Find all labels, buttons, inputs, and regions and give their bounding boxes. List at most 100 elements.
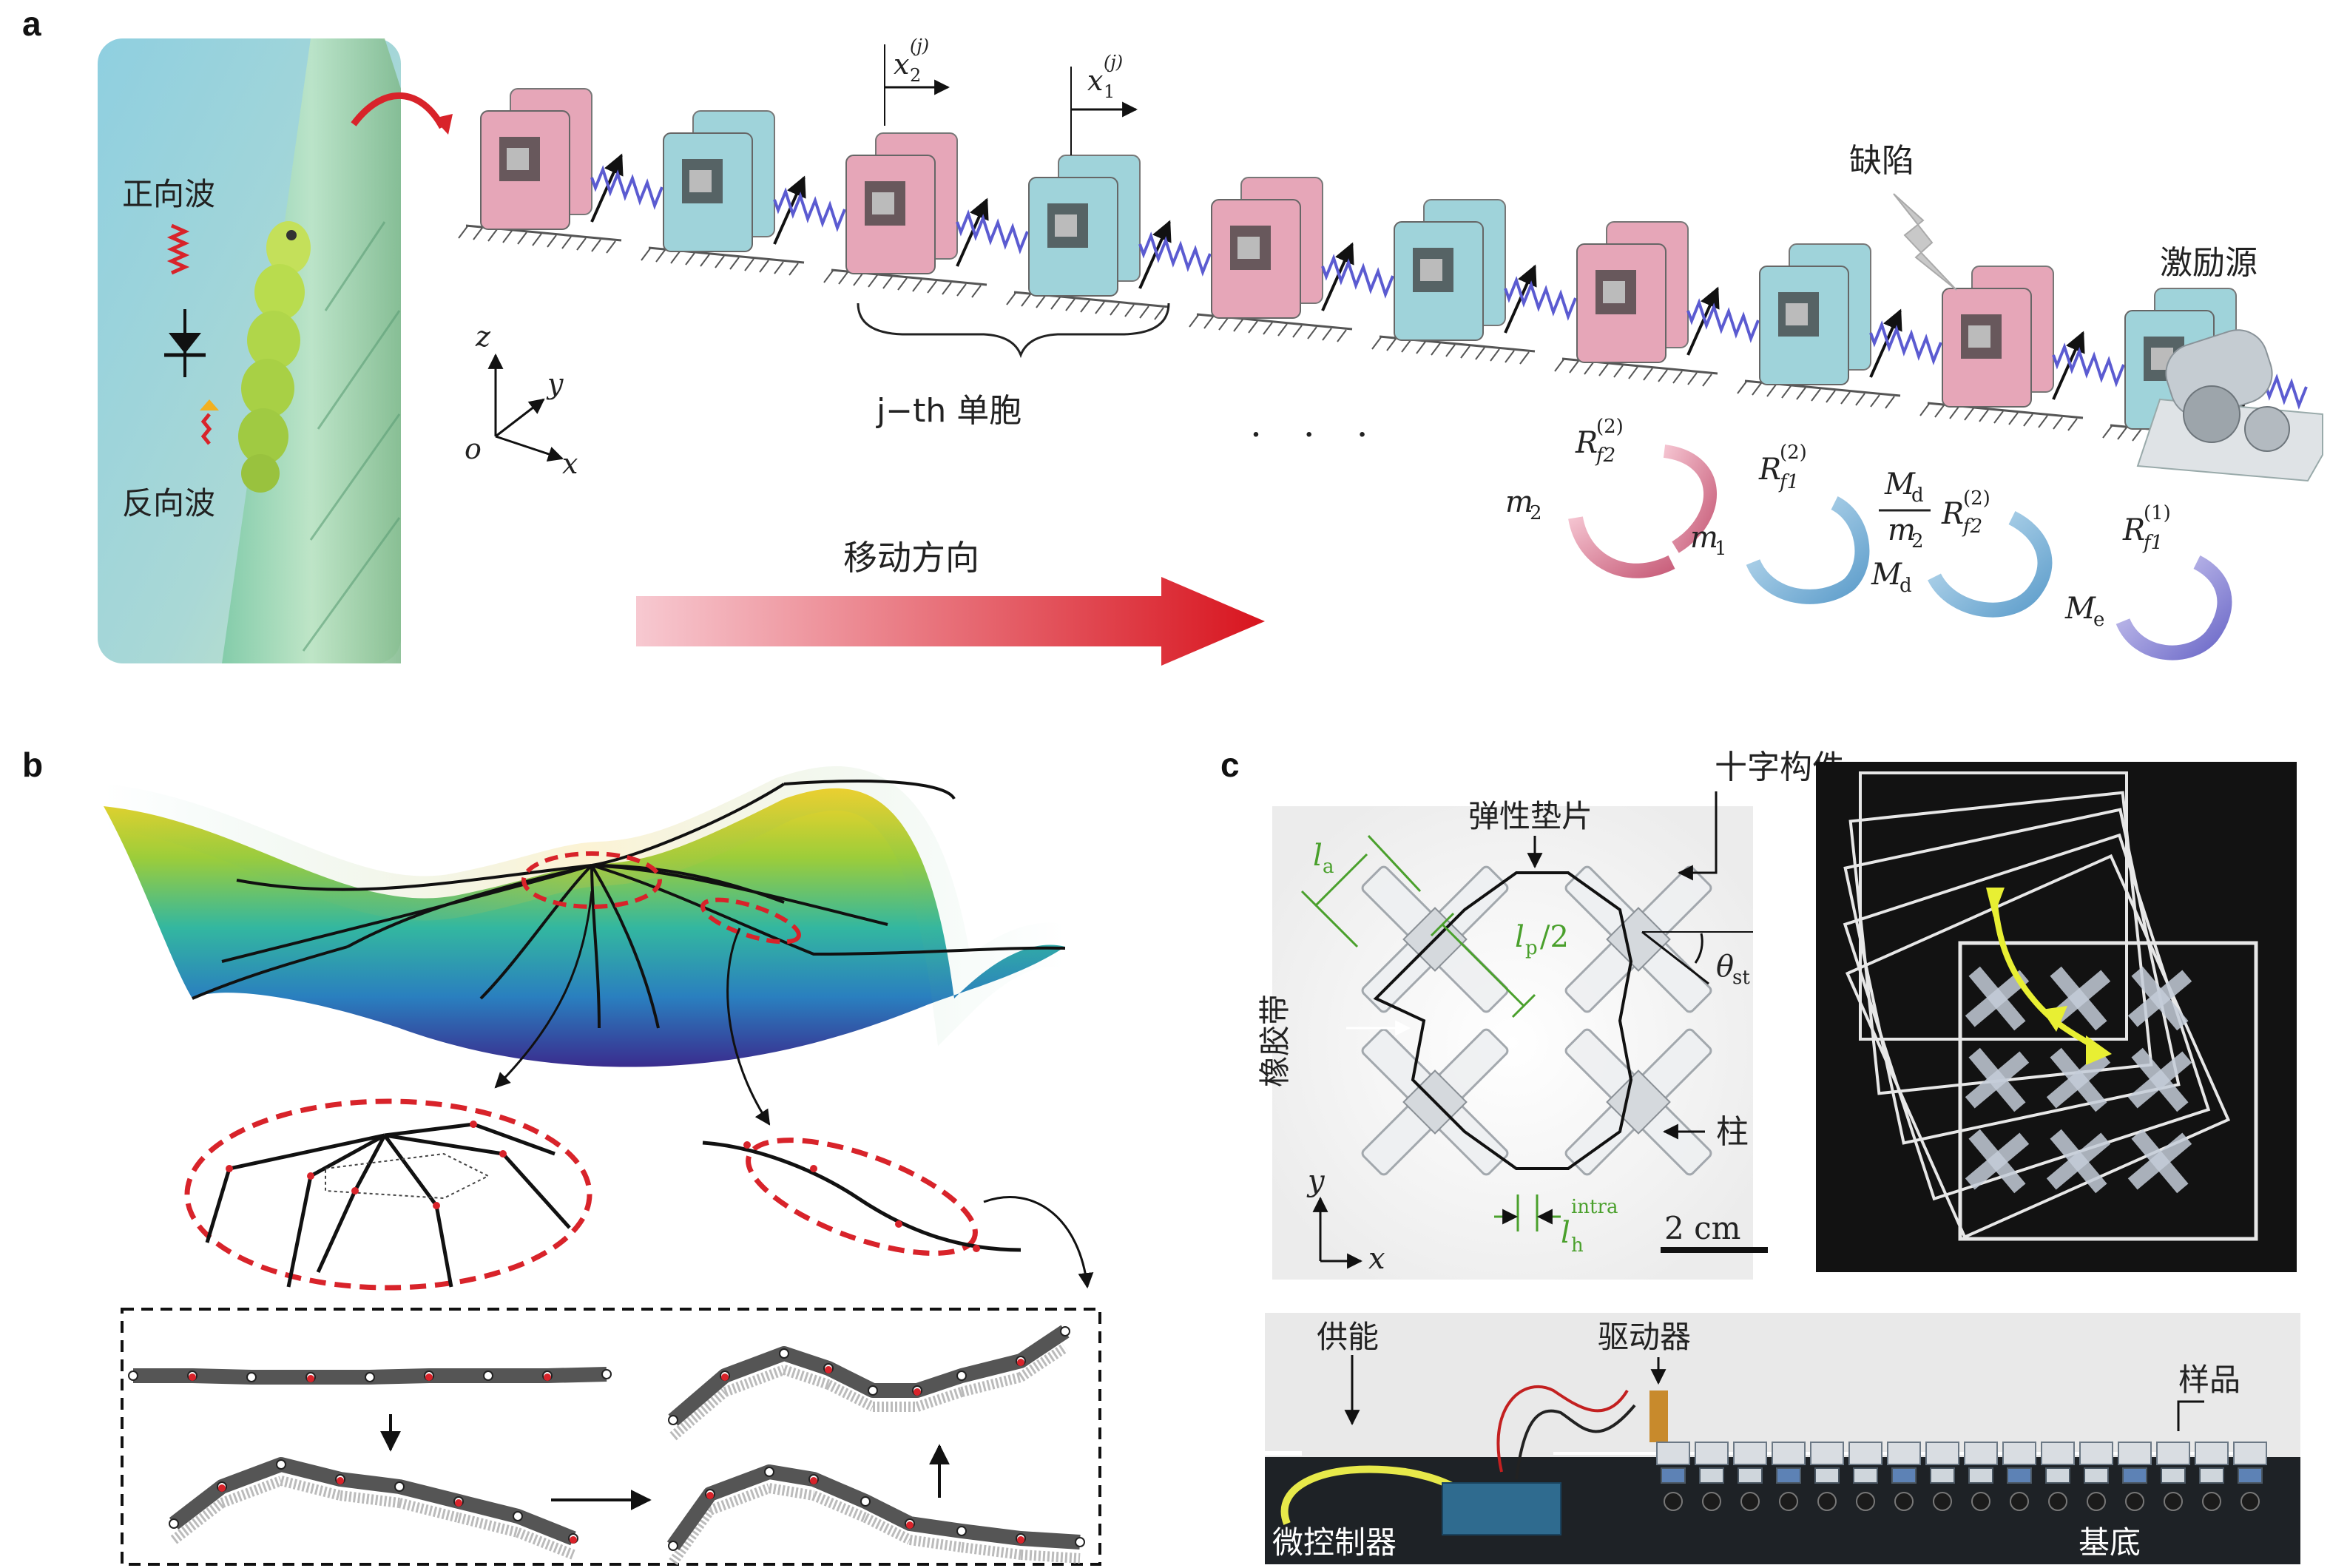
sample-label: 样品 [2178, 1362, 2240, 1398]
x1-sup: (j) [1104, 52, 1123, 72]
lattice-chain [458, 88, 2308, 453]
sample-cell [1964, 1442, 1998, 1511]
svg-text:y: y [1306, 1164, 1326, 1198]
unit-block [1006, 155, 1212, 320]
defect-label: 缺陷 [1849, 142, 1914, 180]
actuator-photo [1649, 1390, 1668, 1442]
axes-2d: y x [1306, 1164, 1385, 1276]
svg-text:a: a [1323, 856, 1334, 878]
unit-block [1919, 266, 2125, 431]
sample-cell [2041, 1442, 2075, 1511]
sample-cell [1772, 1442, 1806, 1511]
rubber-band-path [1373, 871, 1633, 1170]
svg-text:intra: intra [1571, 1196, 1618, 1218]
photo-cross [1965, 966, 2030, 1031]
svg-text:l: l [1515, 920, 1524, 954]
highlight-ellipse-edge [700, 897, 801, 944]
svg-text:(2): (2) [1963, 487, 1990, 510]
photo-cross [2127, 966, 2192, 1031]
rf2-arc [1663, 445, 1717, 553]
motor [2136, 329, 2323, 482]
svg-text:2: 2 [1911, 530, 1924, 552]
sample-cell [2079, 1442, 2113, 1511]
power-label: 供能 [1317, 1319, 1379, 1355]
svg-text:R: R [1575, 426, 1598, 460]
param-m1: m 1 [1690, 521, 1727, 560]
x2-sub: 2 [910, 65, 921, 86]
sample-cell [1887, 1442, 1921, 1511]
leaf [222, 38, 401, 663]
panel-letter-b: b [22, 746, 43, 784]
md-arc [1928, 511, 2053, 618]
unit-block [1554, 221, 1760, 387]
sample-cell [2195, 1442, 2229, 1511]
svg-text:θ: θ [1716, 950, 1734, 984]
surface-fill [104, 788, 1065, 1067]
svg-text:x: x [1368, 1242, 1385, 1276]
photo-cross-members [1965, 966, 2192, 1194]
sample-cell [2118, 1442, 2152, 1511]
m2-arc [1568, 516, 1675, 578]
surface-lattice-lines [192, 780, 1066, 1029]
forward-wave-label: 正向波 [122, 176, 215, 212]
svg-text:(2): (2) [1596, 416, 1624, 438]
unit-cell-label: j−th 单胞 [876, 392, 1022, 430]
sample-cell [2002, 1442, 2036, 1511]
zoom-lattice-radial [184, 1098, 592, 1291]
photo-cross [1965, 1129, 2030, 1194]
unit-block [1189, 177, 1394, 342]
displacement-x1: x 1 (j) [1070, 52, 1138, 155]
svg-text:/2: /2 [1540, 920, 1569, 954]
panel-c: c 十字构件 弹性垫片 橡胶带 柱 l a l [1220, 746, 2300, 1564]
svg-text:f2: f2 [1595, 445, 1615, 467]
mechanism-box [121, 1308, 1101, 1566]
caterpillar-inset: 正向波 反向波 [98, 38, 401, 663]
axis-z-label: z [475, 320, 491, 353]
unit-block [458, 88, 663, 254]
hinged-strip [668, 1325, 1070, 1441]
dim-la: l a [1300, 834, 1422, 948]
moment-arcs [1568, 445, 2232, 660]
backward-wave-icon [200, 413, 212, 445]
svg-text:e: e [2093, 609, 2104, 631]
sample-pointer [2177, 1400, 2204, 1431]
sample-strip [1656, 1442, 2267, 1511]
zoom-lattice-strand [702, 1138, 1094, 1289]
unit-block [823, 132, 1029, 298]
sample-cell [1810, 1442, 1844, 1511]
svg-text:d: d [1911, 484, 1924, 507]
sample-cell [2156, 1442, 2190, 1511]
hinged-strip [666, 1464, 1085, 1566]
svg-text:(1): (1) [2144, 502, 2171, 524]
curved-transfer-arrow [351, 92, 445, 129]
panel-b: b [22, 746, 1101, 1566]
svg-text:f1: f1 [1778, 471, 1799, 493]
param-md: M d [1871, 558, 1912, 597]
zoom-arrow-left [494, 891, 593, 1089]
svg-text:p: p [1525, 937, 1538, 959]
svg-text:l: l [1313, 839, 1323, 873]
svg-text:m: m [1888, 513, 1916, 547]
svg-text:m: m [1505, 485, 1533, 519]
scale-bar: 2 cm [1661, 1210, 1768, 1253]
caterpillar [238, 221, 311, 493]
rubber-band-label: 橡胶带 [1257, 994, 1293, 1087]
svg-text:2: 2 [1530, 502, 1542, 524]
dim-lp: l p /2 [1430, 912, 1569, 1018]
svg-text:l: l [1561, 1216, 1570, 1250]
svg-text:2 cm: 2 cm [1664, 1210, 1740, 1246]
axis-y-label: y [546, 368, 564, 400]
unit-block [1371, 199, 1577, 365]
svg-text:f1: f1 [2142, 532, 2163, 554]
elastic-pad-label: 弹性垫片 [1468, 798, 1593, 834]
move-direction-arrow [636, 577, 1265, 666]
svg-text:h: h [1571, 1234, 1584, 1257]
svg-text:1: 1 [1715, 538, 1727, 560]
diode-icon [164, 309, 206, 377]
param-rf1e: R f1 (1) [2122, 502, 2171, 554]
svg-text:d: d [1900, 575, 1912, 597]
pillar-label: 柱 [1716, 1113, 1749, 1151]
panel-a: a [22, 4, 2323, 666]
svg-text:M: M [2064, 592, 2096, 626]
